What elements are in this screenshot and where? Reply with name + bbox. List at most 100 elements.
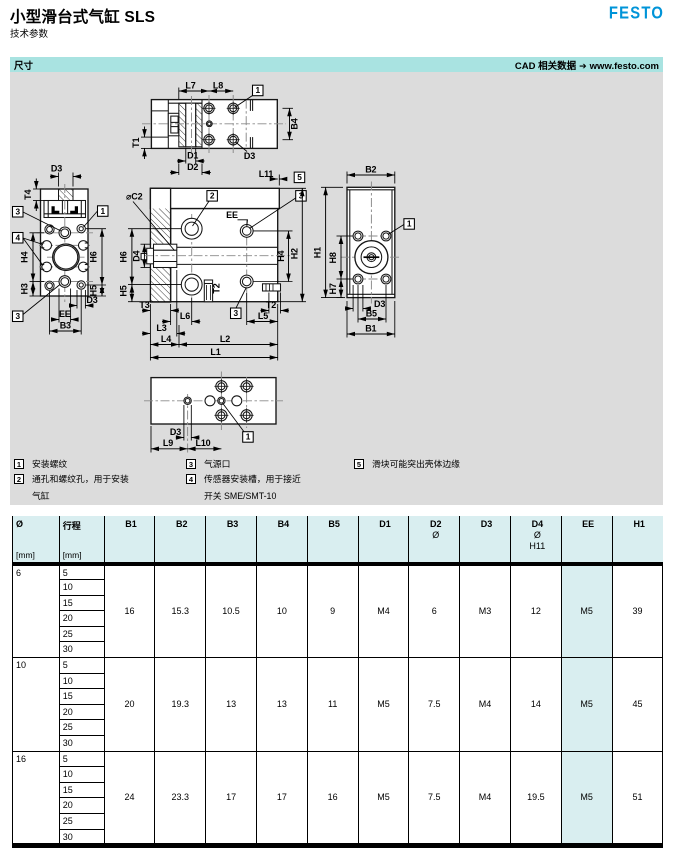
table-row: 20 [13,704,663,721]
dim-label-d3-left-top: D3 [51,163,62,173]
stroke-cell: 25 [58,626,105,643]
page-subtitle: 技术参数 [10,29,49,40]
stroke-cell: 30 [58,735,105,752]
value-cell: 12 [509,563,562,658]
dim-label-h4-left: H4 [20,252,30,263]
dim-label-d3-left-bottom: D3 [86,295,97,305]
dim-label-l7: L7 [185,81,195,91]
value-cell: 7.5 [408,657,460,752]
dim-label-b1: B1 [365,323,376,333]
value-cell: 45 [611,657,664,752]
dim-label-l1: L1 [210,347,220,357]
dim-label-b5: B5 [366,308,377,318]
dim-label-l2: L2 [220,334,230,344]
page-title: 小型滑台式气缸 SLS [10,9,156,26]
section-bar: 尺寸 CAD 相关数据➔www.festo.com [10,57,663,72]
view-left-end: D3 T4 3 1 4 H4 [11,163,109,335]
value-cell: M5 [357,657,409,752]
table-row: 10 [13,673,663,690]
callout-3: 3 [299,191,304,201]
dim-label-h6-left: H6 [89,251,99,262]
dim-label-h3: H3 [20,283,30,294]
dim-label-d2: D2 [187,162,198,172]
table-row: 25 [13,626,663,643]
legend-item-4: 4 传感器安装槽，用于接近 开关 SME/SMT-10 [186,471,301,505]
legend-marker-4: 4 [186,474,196,484]
value-cell: 19.5 [509,750,562,846]
dim-label-b4: B4 [290,118,300,129]
callout-2: 2 [210,191,215,201]
value-cell: M3 [459,563,511,658]
col-header-b2: B2 [154,516,206,564]
value-cell: M4 [459,657,511,752]
value-cell: 15.3 [154,563,206,658]
cad-link[interactable]: CAD 相关数据➔www.festo.com [515,58,659,72]
table-row: 25 [13,813,663,830]
col-header-h1: H1 [611,516,663,564]
dim-label-b2: B2 [365,164,376,174]
arrow-right-icon: ➔ [579,60,587,71]
dim-label-l11: L11 [259,169,274,179]
value-cell: 13 [255,657,308,752]
table-row: 30 [13,829,663,846]
value-cell-ee: M5 [560,563,613,658]
dim-label-t2-side: T2 [266,300,276,310]
dim-label-l10: L10 [195,438,210,448]
view-top: L7 L8 1 B4 T1 D1 [131,81,300,175]
stroke-cell: 25 [58,719,105,737]
legend-item-3: 3 气源口 [186,456,230,473]
dim-label-h7: H7 [328,283,338,294]
dim-label-h5: H5 [119,285,129,296]
stroke-cell: 30 [58,641,105,659]
stroke-cell: 20 [58,797,105,814]
table-row: 16 5 24 23.3 17 17 16 M5 7.5 M4 19.5 M5 … [12,750,664,846]
dim-label-l9: L9 [163,438,173,448]
stroke-cell: 15 [58,782,105,799]
dim-label-d3-right: D3 [374,299,385,309]
legend-marker-2: 2 [14,474,24,484]
value-cell: 19.3 [154,657,206,752]
value-cell: 17 [205,750,257,846]
table-row: 10 [13,579,663,596]
value-cell: 23.3 [154,750,206,846]
dim-label-h2: H2 [290,248,300,259]
col-header-ee: EE [560,516,613,564]
diameter-cell: 10 [12,657,60,752]
legend-item-2: 2 通孔和螺纹孔，用于安装 气缸 [14,471,129,505]
callout-3: 3 [233,308,238,318]
legend-text-5: 滑块可能突出壳体边缘 [372,459,460,469]
value-cell-ee: M5 [560,750,613,846]
table-row: 25 [13,719,663,737]
dim-label-h4: H4 [276,250,286,261]
stroke-cell: 30 [58,829,105,846]
value-cell: M4 [459,750,511,846]
legend-item-5: 5 滑块可能突出壳体边缘 [354,456,460,473]
dim-label-t1: T1 [131,138,141,148]
callout-1: 1 [246,432,251,442]
value-cell: M4 [357,563,409,658]
value-cell: 14 [509,657,562,752]
value-cell: 16 [103,563,155,658]
callout-5: 5 [297,172,302,182]
value-cell: 11 [306,657,359,752]
stroke-cell: 5 [58,657,105,674]
dim-label-h1: H1 [313,247,323,258]
value-cell: 17 [255,750,308,846]
callout-1: 1 [407,219,412,229]
dim-label-l5: L5 [258,311,268,321]
value-cell: 39 [611,563,664,658]
table-row: 20 [13,610,663,627]
diameter-cell: 16 [12,750,60,846]
legend-text-2a: 通孔和螺纹孔，用于安装 [32,474,129,484]
table-row: 6 5 16 15.3 10.5 10 9 M4 6 M3 12 M5 39 [12,563,664,658]
col-header-b1: B1 [103,516,155,564]
legend-marker-1: 1 [14,459,24,469]
sensor-slot-icon [40,240,89,273]
value-cell: 16 [306,750,359,846]
col-header-b3: B3 [205,516,257,564]
dim-label-c2: ⌀C2 [126,192,143,202]
dim-label-l6: L6 [180,311,190,321]
